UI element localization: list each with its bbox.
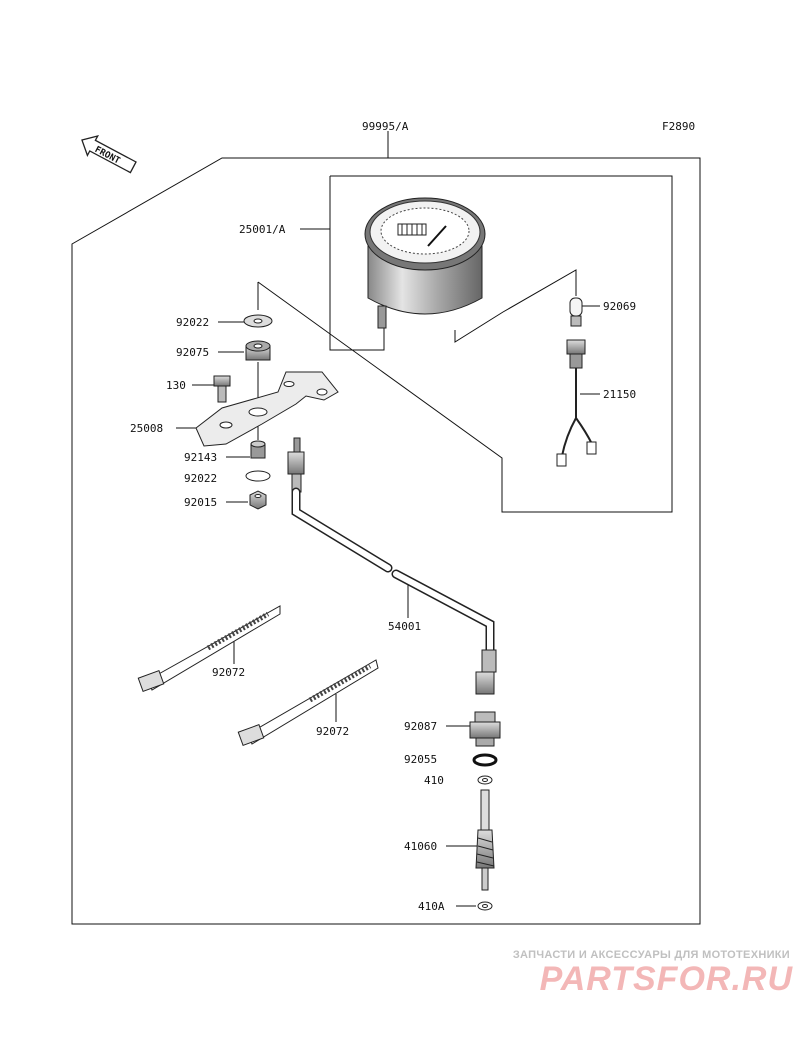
cable-fitting	[469, 711, 501, 747]
wiring-harness	[556, 339, 597, 467]
front-arrow-icon: FRONT	[81, 134, 137, 174]
label-bolt: 130	[166, 379, 186, 392]
speedometer-cable	[287, 437, 497, 695]
meter-assembly-boundary	[257, 175, 673, 513]
meter-bulb-leader	[454, 269, 577, 343]
collar	[250, 440, 266, 459]
watermark-tagline: ЗАПЧАСТИ И АКСЕССУАРЫ ДЛЯ МОТОТЕХНИКИ	[512, 949, 790, 961]
label-cable: 54001	[388, 620, 421, 633]
watermark-logo: PARTSFOR.RU	[539, 960, 793, 998]
label-washer-a: 410A	[418, 900, 445, 913]
speedometer-meter	[364, 197, 486, 329]
label-washer: 410	[424, 774, 444, 787]
label-damper-washer-top: 92022	[176, 316, 209, 329]
label-meter: 25001/A	[239, 223, 286, 236]
grommet	[245, 340, 271, 361]
label-kit: 99995/A	[362, 120, 409, 133]
label-grommet: 92075	[176, 346, 209, 359]
meter-bracket	[195, 371, 339, 447]
meter-bulb	[569, 297, 583, 327]
label-o-ring: 92055	[404, 753, 437, 766]
label-harness: 21150	[603, 388, 636, 401]
label-damper-washer-bottom: 92022	[184, 472, 217, 485]
label-collar: 92143	[184, 451, 217, 464]
label-bulb: 92069	[603, 300, 636, 313]
hex-nut	[249, 490, 267, 510]
meter-assembly-boundary-left	[329, 176, 385, 351]
o-ring	[472, 753, 498, 767]
label-fitting: 92087	[404, 720, 437, 733]
figure-code: F2890	[662, 120, 695, 133]
label-gear: 41060	[404, 840, 437, 853]
damper-washer-bottom	[245, 470, 271, 482]
label-band-2: 92072	[316, 725, 349, 738]
kit-boundary	[71, 157, 701, 925]
meter-gear	[475, 789, 495, 891]
cable-band-1	[137, 605, 281, 692]
label-bracket: 25008	[130, 422, 163, 435]
label-nut: 92015	[184, 496, 217, 509]
cable-band-2	[237, 659, 379, 746]
label-band-1: 92072	[212, 666, 245, 679]
mount-bolt	[213, 375, 231, 403]
